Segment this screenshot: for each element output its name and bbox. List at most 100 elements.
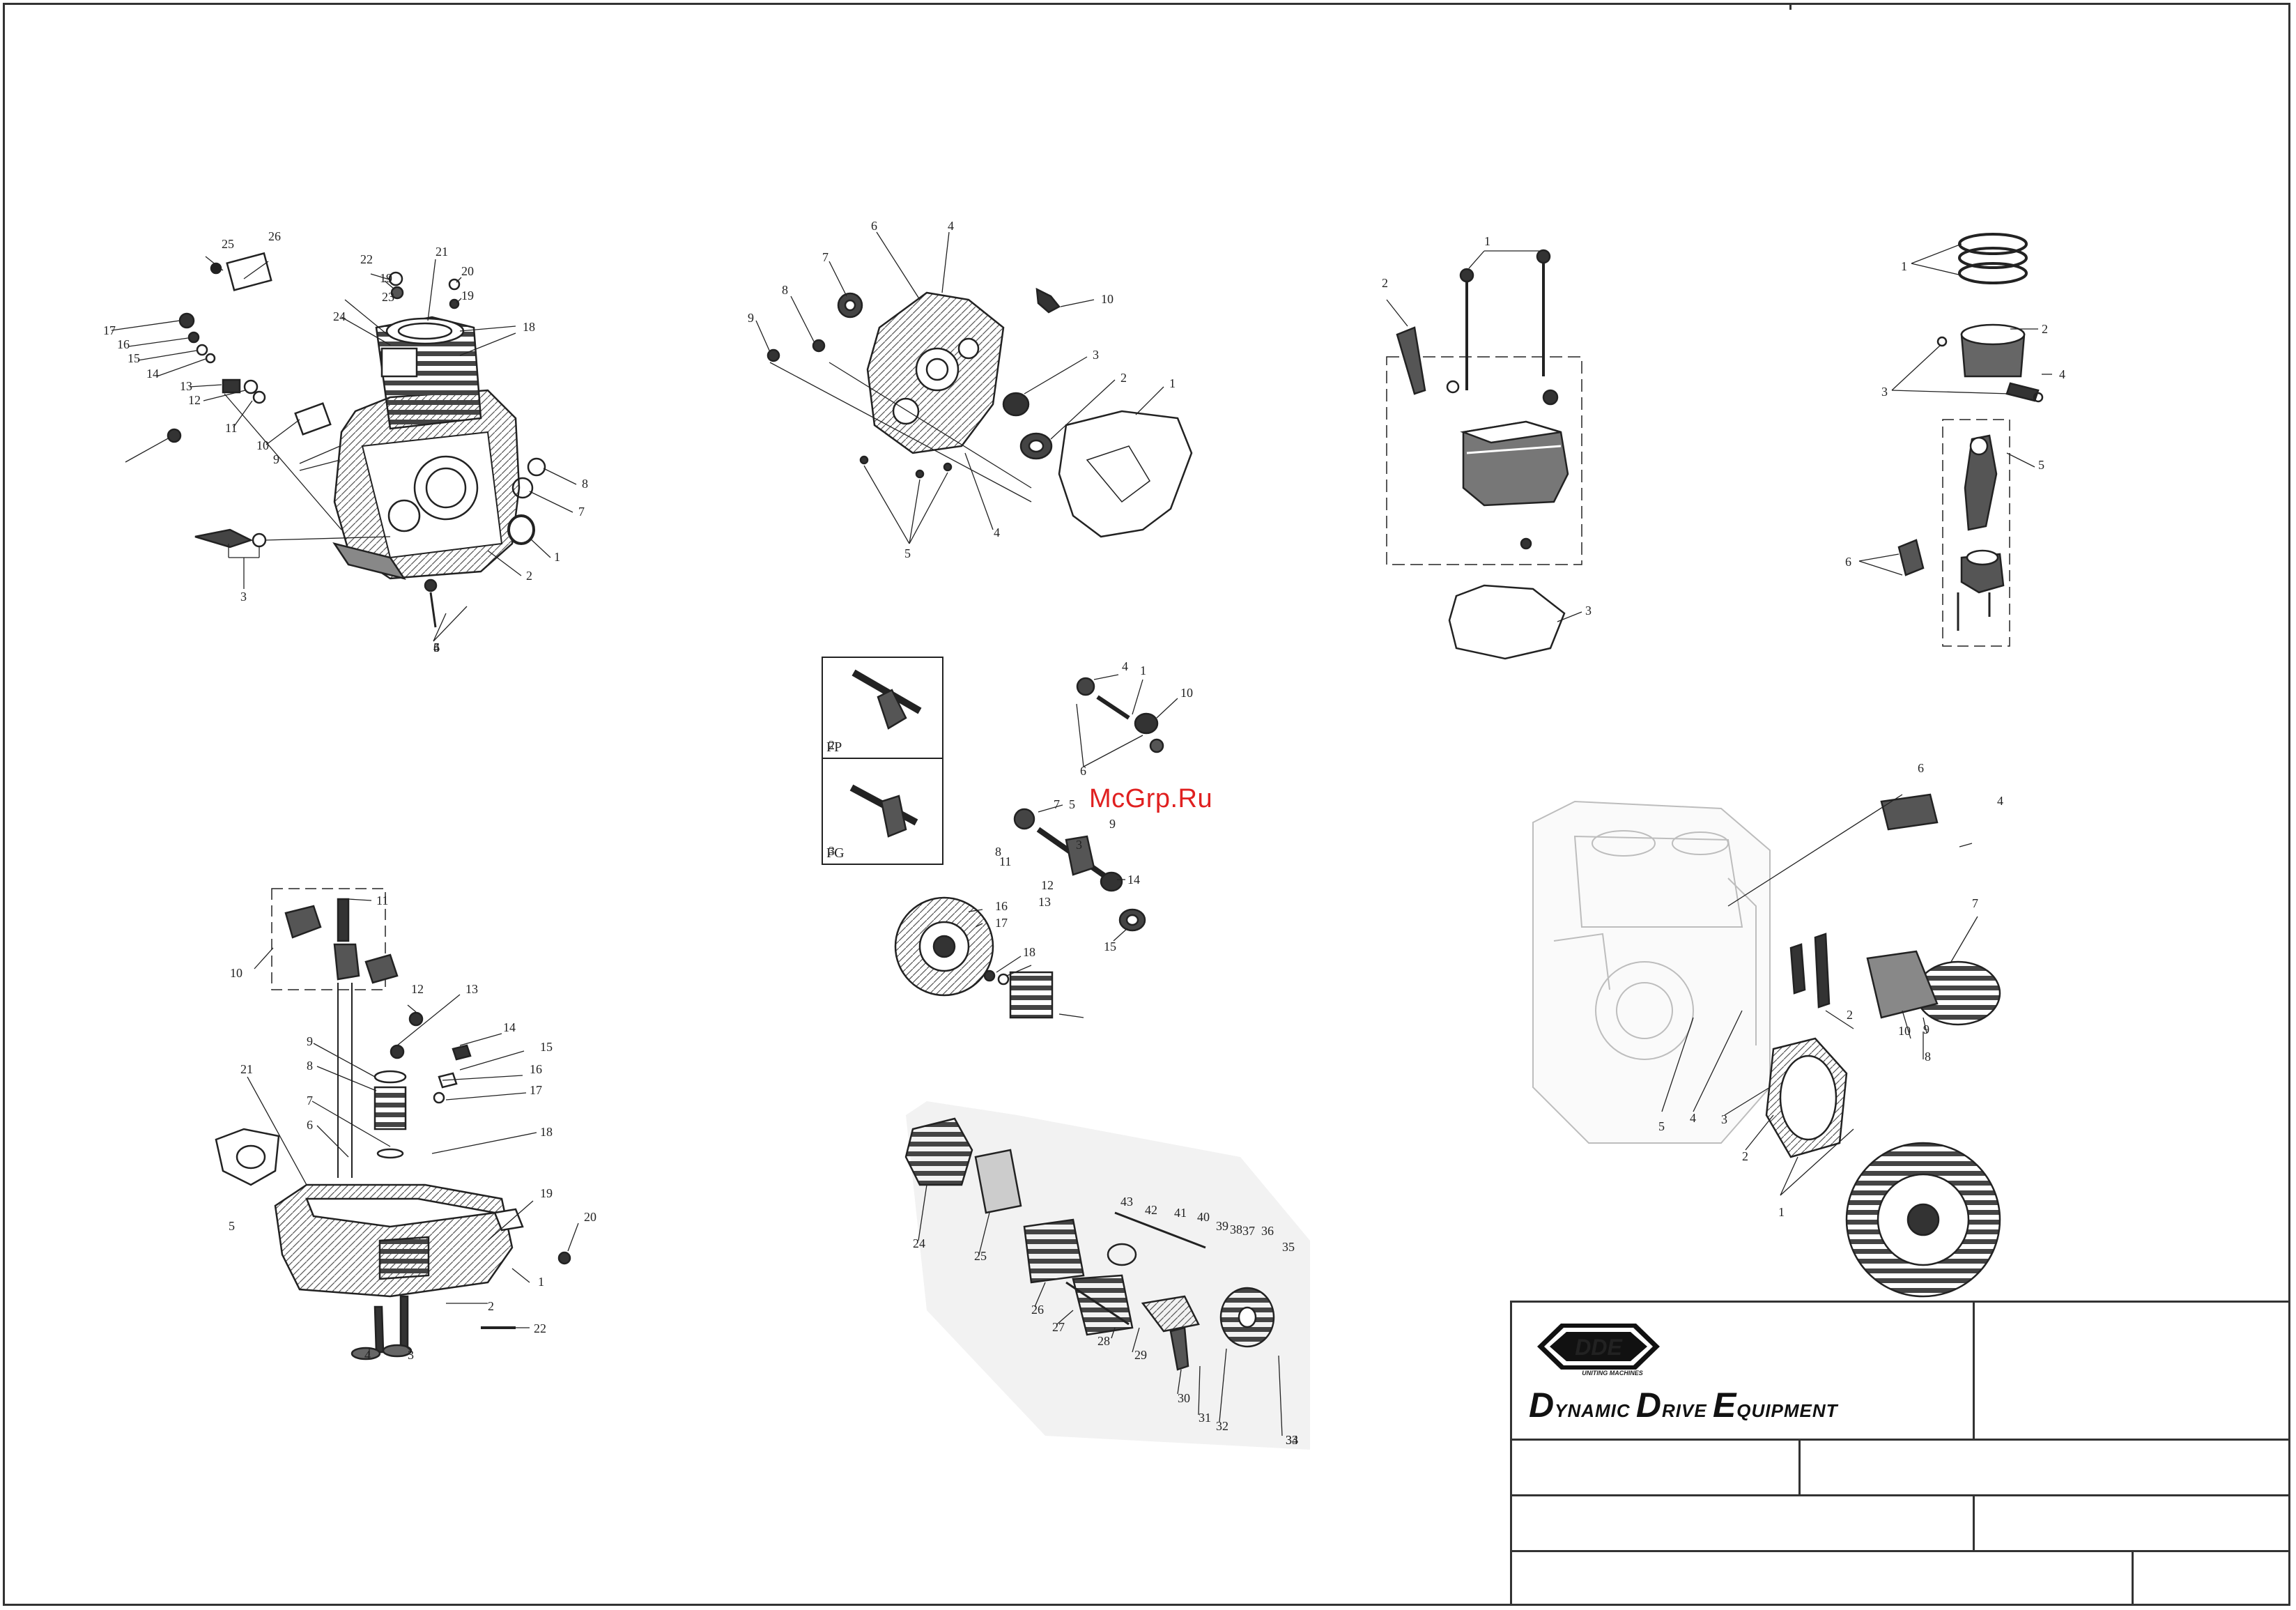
starter-diagram [1532,793,2001,1298]
callout-label: 6 [1080,764,1086,778]
logo-text: DDE [1575,1335,1623,1360]
callout-label: 1 [1484,234,1490,248]
callout-label: 14 [503,1020,516,1034]
watermark: McGrp.Ru [1089,784,1213,813]
callout-label: 5 [904,546,911,560]
callout-label: 41 [1174,1206,1187,1220]
frame-tick-mark [1789,3,1792,10]
callout-label: 33 [1286,1433,1298,1447]
callout-label: 18 [1023,945,1035,959]
callout-label: 6 [433,641,440,654]
callout-label: 16 [995,899,1008,913]
callout-label: 39 [1216,1219,1228,1233]
alternator-diagram [904,1101,1310,1450]
callout-label: 32 [1216,1419,1228,1433]
callout-label: 2 [2042,322,2048,336]
tb-divider [1798,1439,1801,1494]
company-word: EQUIPMENT [1713,1386,1838,1425]
callout-label: 1 [538,1275,544,1289]
company-word-rest: QUIPMENT [1736,1400,1838,1421]
cylinder-head-cover-diagram [1386,249,1582,660]
callout-label: 17 [530,1083,542,1097]
callout-label: 25 [222,237,234,251]
callout-label: 7 [1972,896,1978,910]
callout-label: 1 [1140,664,1146,677]
callout-label: 22 [534,1321,546,1335]
callout-label: 4 [1997,794,2003,808]
callout-label: 25 [974,1249,987,1263]
callout-label: 22 [360,252,373,266]
callout-label: 10 [230,966,242,980]
callout-label: 23 [382,290,394,304]
callout-label: 1 [1778,1205,1785,1219]
callout-label: 7 [822,250,829,264]
callout-label: 13 [1038,895,1051,909]
callout-label: 1 [1901,259,1907,273]
callout-label: 3 [1721,1112,1727,1126]
callout-label: 4 [994,526,1000,539]
tb-divider [1973,1303,1975,1439]
crankshaft-variant-label: FP [826,739,842,755]
tb-divider [2132,1550,2134,1606]
callout-label: 43 [1120,1195,1133,1209]
callout-label: 38 [1230,1222,1242,1236]
callout-label: 3 [1076,838,1082,852]
callout-label: 18 [523,320,535,334]
tb-divider [1973,1494,1975,1550]
callout-label: 2 [526,569,532,583]
callout-label: 24 [333,309,346,323]
callout-label: 18 [540,1125,553,1139]
callout-label: 2 [1742,1149,1748,1163]
company-word: DYNAMIC [1529,1386,1631,1425]
callout-label: 4 [948,219,954,233]
callout-label: 24 [913,1236,925,1250]
callout-label: 6 [307,1118,313,1132]
callout-label: 15 [540,1040,553,1054]
logo-subtext: UNITING MACHINES [1582,1370,1643,1377]
callout-label: 2 [1120,371,1127,385]
callout-label: 27 [1052,1320,1065,1334]
callout-label: 6 [1845,555,1851,569]
callout-label: 8 [1925,1050,1931,1064]
callout-label: 2 [1382,276,1388,290]
callout-label: 3 [1585,604,1592,618]
callout-label: 10 [256,438,269,452]
callout-label: 10 [1180,686,1193,700]
callout-label: 1 [554,550,560,564]
callout-label: 2 [488,1299,494,1313]
callout-label: 9 [273,452,279,466]
callout-label: 29 [1134,1348,1147,1362]
callout-label: 16 [117,337,130,351]
callout-label: 21 [240,1062,253,1076]
crankshaft-diagram [822,657,1178,1019]
callout-label: 26 [268,229,281,243]
callout-label: 2 [829,738,835,752]
callout-label: 7 [578,505,585,519]
callout-label: 5 [1658,1119,1665,1133]
callout-label: 4 [1122,659,1128,673]
callout-label: 3 [408,1348,414,1362]
callout-label: 5 [433,641,440,654]
crankcase-diagram [111,252,577,642]
callout-label: 12 [1041,878,1054,892]
callout-label: 4 [1690,1111,1696,1125]
callout-label: 8 [995,845,1001,859]
tb-divider [1512,1439,2288,1441]
callout-label: 5 [229,1219,235,1233]
callout-label: 28 [1097,1334,1110,1348]
callout-label: 4 [364,1348,371,1362]
callout-label: 34 [1286,1433,1298,1447]
callout-label: 20 [584,1210,596,1224]
callout-label: 8 [582,477,588,491]
title-block: DDE UNITING MACHINES DYNAMIC DRIVE EQUIP… [1510,1301,2290,1606]
company-word-rest: YNAMIC [1555,1400,1631,1421]
callout-label: 10 [1101,292,1114,306]
callout-label: 19 [540,1186,553,1200]
company-name: DYNAMIC DRIVE EQUIPMENT [1529,1385,1838,1425]
tb-divider [1512,1494,2288,1496]
piston-rod-diagram [1858,233,2052,647]
callout-label: 5 [2038,458,2044,472]
